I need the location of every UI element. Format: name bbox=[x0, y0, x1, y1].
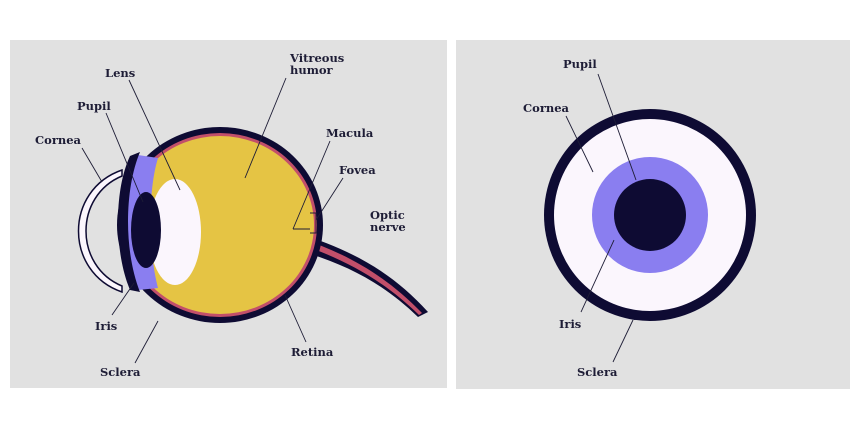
label-retina: Retina bbox=[291, 345, 334, 359]
label-front-iris: Iris bbox=[559, 317, 581, 331]
label-front-pupil: Pupil bbox=[563, 57, 597, 71]
label-optic-1: Optic bbox=[370, 208, 405, 222]
sclera-front-rim bbox=[118, 152, 140, 292]
label-front-cornea: Cornea bbox=[523, 101, 570, 115]
front-view-diagram: Pupil Cornea Iris Sclera bbox=[523, 57, 756, 379]
pupil-front bbox=[614, 179, 686, 251]
label-sclera: Sclera bbox=[100, 365, 141, 379]
leader-lens bbox=[128, 79, 181, 191]
pupil-side bbox=[131, 192, 161, 268]
leader-retina bbox=[284, 294, 307, 343]
label-vitreous-1: Vitreous bbox=[289, 51, 344, 65]
label-front-sclera: Sclera bbox=[577, 365, 618, 379]
leader-macula bbox=[292, 140, 331, 230]
label-lens: Lens bbox=[105, 66, 135, 80]
front-view-panel: Pupil Cornea Iris Sclera bbox=[456, 40, 850, 389]
label-vitreous-2: humor bbox=[290, 63, 334, 77]
leader-fovea bbox=[315, 177, 344, 221]
leader-sclera bbox=[134, 320, 159, 364]
lens bbox=[149, 179, 201, 285]
leader-front-pupil bbox=[597, 73, 637, 181]
leader-cornea bbox=[81, 147, 103, 183]
label-fovea: Fovea bbox=[339, 163, 376, 177]
leader-iris bbox=[111, 282, 135, 316]
leader-front-iris bbox=[580, 239, 615, 313]
fovea-marker bbox=[310, 212, 317, 234]
label-optic-2: nerve bbox=[370, 220, 406, 234]
leader-pupil bbox=[105, 112, 144, 203]
leader-front-cornea bbox=[565, 115, 594, 173]
label-iris: Iris bbox=[95, 319, 117, 333]
label-macula: Macula bbox=[326, 126, 374, 140]
side-view-panel: Lens Vitreous humor Pupil Macula Cornea … bbox=[10, 40, 447, 388]
label-cornea: Cornea bbox=[35, 133, 82, 147]
label-pupil: Pupil bbox=[77, 99, 111, 113]
leader-vitreous bbox=[244, 77, 287, 179]
leader-front-sclera bbox=[612, 319, 634, 363]
cornea-side bbox=[77, 168, 123, 294]
side-view-diagram: Lens Vitreous humor Pupil Macula Cornea … bbox=[35, 51, 428, 379]
